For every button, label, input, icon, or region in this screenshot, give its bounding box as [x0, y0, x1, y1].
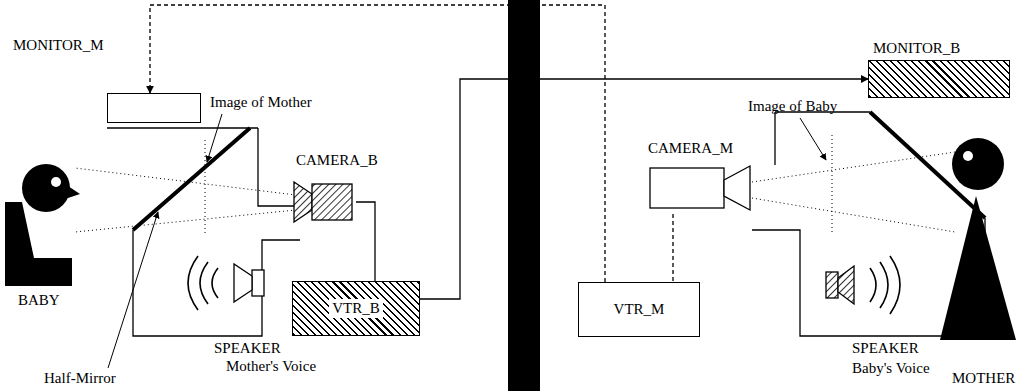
sound-waves — [870, 256, 900, 314]
camera-symbol: CAMERA_M — [648, 162, 752, 214]
monitor-box: MONITOR_B — [868, 60, 1010, 98]
part-label: MONITOR_M — [13, 37, 104, 54]
camera-symbol: CAMERA_B — [294, 176, 356, 228]
callout-label: Mother's Voice — [226, 358, 316, 375]
baby-figure — [5, 164, 80, 286]
callout-label: SPEAKER — [852, 340, 919, 357]
box-label: VTR_M — [611, 300, 668, 319]
signal-connector — [150, 5, 605, 282]
monitor-box: MONITOR_M — [107, 93, 201, 123]
callout-label: Image of Mother — [210, 94, 312, 111]
partition-wall — [508, 0, 540, 391]
callout-label: Image of Baby — [748, 98, 837, 115]
part-label: CAMERA_M — [648, 140, 733, 157]
camera-outline — [648, 162, 752, 214]
camera-outline — [294, 176, 356, 228]
leader-line — [207, 114, 222, 162]
callout-label: SPEAKER — [214, 340, 281, 357]
signal-connector — [672, 214, 673, 282]
vtr-box: VTR_B — [292, 281, 420, 336]
half-mirror — [133, 128, 250, 230]
left-enclosure — [107, 128, 300, 336]
box-label: VTR_B — [329, 299, 383, 318]
sound-waves — [188, 256, 218, 310]
leader-line — [108, 212, 158, 368]
callout-label: Half-Mirror — [44, 370, 116, 387]
vtr-box: VTR_M — [578, 282, 700, 337]
sight-lines — [752, 135, 955, 235]
signal-connector — [356, 202, 375, 281]
signal-connector — [420, 79, 868, 299]
callout-label: BABY — [18, 292, 60, 309]
part-label: MONITOR_B — [873, 40, 960, 57]
callout-label: MOTHER — [952, 370, 1015, 387]
part-label: CAMERA_B — [296, 152, 378, 169]
mother-figure — [940, 138, 1016, 340]
leader-line — [800, 118, 826, 160]
sight-lines — [75, 140, 296, 235]
speaker-symbol — [234, 264, 264, 302]
callout-label: Baby's Voice — [852, 360, 930, 377]
speaker-symbol — [826, 266, 854, 304]
